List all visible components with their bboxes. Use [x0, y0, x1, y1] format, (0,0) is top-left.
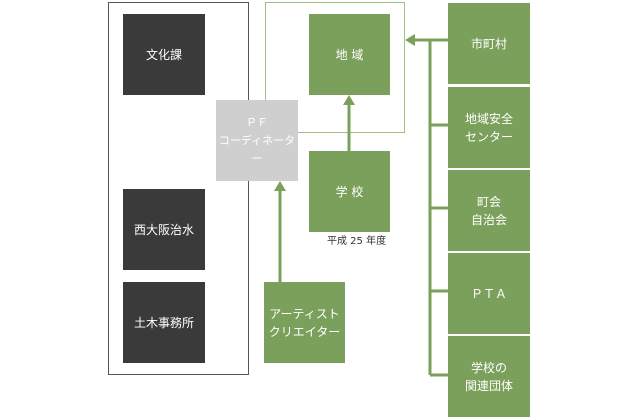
node-label: 町会 自治会: [470, 194, 507, 227]
node-school: 学 校: [309, 151, 390, 232]
node-pf-coordinator: ＰＦ コーディネーター: [216, 100, 298, 181]
year-note-text: 平成 25 年度: [327, 236, 387, 247]
left-group-frame: [108, 2, 249, 375]
node-label: アーティスト クリエイター: [268, 306, 341, 339]
node-nishi-osaka-chisui: 西大阪治水: [123, 189, 205, 270]
node-chiiki-anzen-center: 地域安全 センター: [448, 87, 530, 168]
node-label: 西大阪治水: [133, 222, 194, 237]
node-label: 地 域: [335, 47, 364, 62]
node-shichoson: 市町村: [448, 3, 530, 84]
node-label: 学校の 関連団体: [464, 360, 513, 393]
arrow-artist-coordinator-head: [274, 181, 286, 191]
node-bunkaka: 文化課: [123, 14, 205, 95]
arrow-to-region-head: [405, 34, 415, 46]
year-note: 平成 25 年度: [327, 236, 407, 248]
node-artist-creator: アーティスト クリエイター: [264, 282, 345, 363]
node-region: 地 域: [309, 14, 390, 95]
arrow-school-region-head: [343, 95, 355, 105]
node-label: 地域安全 センター: [464, 111, 513, 144]
node-label: ＰＦ コーディネーター: [218, 115, 296, 165]
node-chokai-jichikai: 町会 自治会: [448, 170, 530, 251]
node-label: ＰＴＡ: [470, 286, 507, 301]
node-gakko-kanren-dantai: 学校の 関連団体: [448, 336, 530, 417]
node-label: 学 校: [335, 184, 364, 199]
node-label: 文化課: [145, 47, 182, 62]
node-doboku-jimusho: 土木事務所: [123, 282, 205, 363]
node-label: 市町村: [470, 36, 507, 51]
node-label: 土木事務所: [133, 315, 194, 330]
node-pta: ＰＴＡ: [448, 253, 530, 334]
region-frame: [265, 2, 405, 133]
